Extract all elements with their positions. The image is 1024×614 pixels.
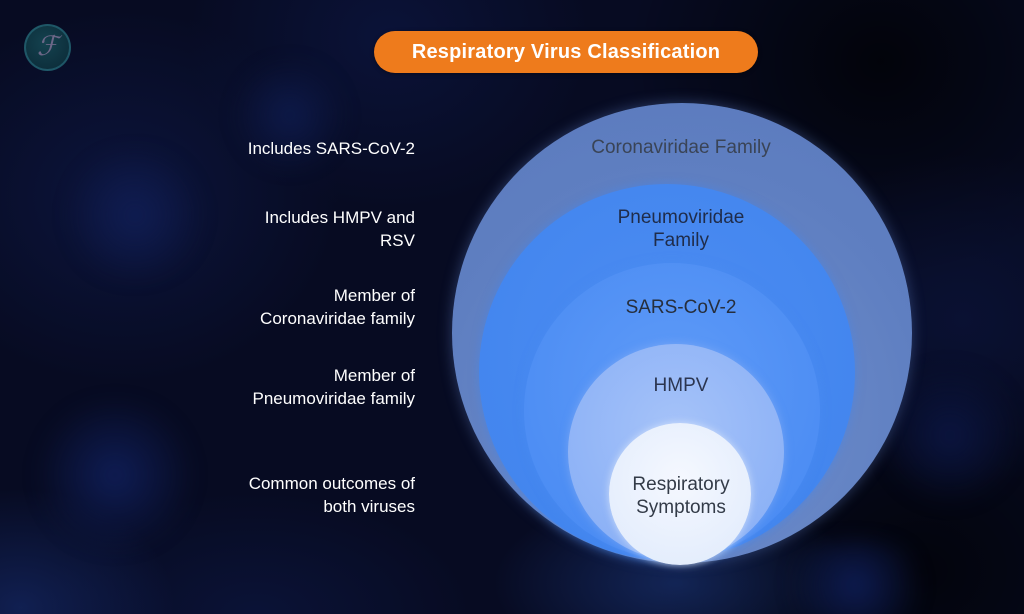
annotation-coronaviridae-family: Includes SARS-CoV-2 (247, 139, 415, 158)
virus-silhouette (30, 400, 200, 550)
ring-label-pneumoviridae-family: Pneumoviridae Family (617, 207, 745, 251)
page-title: Respiratory Virus Classification (411, 40, 721, 63)
title-banner: Respiratory Virus Classification (374, 31, 758, 73)
ring-label-coronaviridae-family: Coronaviridae Family (591, 137, 771, 158)
annotation-hmpv: Member of Pneumoviridae family (252, 366, 415, 408)
brand-monogram-icon: ℱ (36, 31, 59, 62)
brand-logo: ℱ (24, 24, 71, 71)
ring-label-sars-cov-2: SARS-CoV-2 (625, 297, 737, 318)
ring-label-respiratory-symptoms: Respiratory Symptoms (632, 474, 730, 518)
annotation-pneumoviridae-family: Includes HMPV and RSV (264, 208, 415, 250)
annotation-sars-cov-2: Member of Coronaviridae family (260, 286, 415, 328)
virus-silhouette (770, 540, 940, 614)
annotation-respiratory-symptoms: Common outcomes of both viruses (248, 474, 415, 516)
ring-label-hmpv: HMPV (653, 375, 709, 396)
virus-silhouette (60, 150, 210, 280)
ring-respiratory-symptoms (609, 423, 751, 565)
